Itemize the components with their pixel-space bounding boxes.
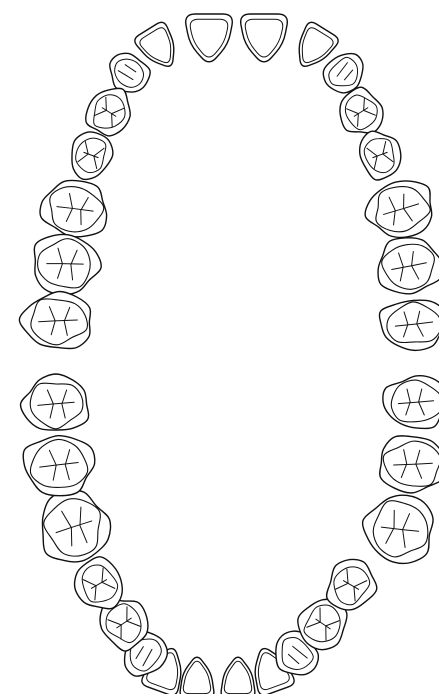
- upper-left-second-molar[interactable]: [374, 234, 439, 297]
- crown-outline: [180, 657, 214, 694]
- lower-right-third-molar[interactable]: [21, 374, 89, 430]
- upper-arch: [18, 14, 439, 352]
- lower-left-first-molar[interactable]: [356, 487, 439, 568]
- lower-left-central-incisor[interactable]: [221, 657, 255, 694]
- upper-right-first-molar[interactable]: [36, 174, 113, 243]
- upper-right-third-molar[interactable]: [18, 290, 91, 349]
- upper-left-first-molar[interactable]: [360, 176, 438, 245]
- upper-left-central-incisor[interactable]: [241, 14, 288, 62]
- lower-left-third-molar[interactable]: [383, 376, 439, 429]
- lower-arch: [21, 374, 439, 694]
- lower-right-second-molar[interactable]: [22, 434, 96, 496]
- upper-left-second-premolar[interactable]: [353, 124, 407, 183]
- crown-outline: [221, 657, 255, 694]
- upper-right-central-incisor[interactable]: [186, 14, 233, 62]
- lower-right-central-incisor[interactable]: [180, 657, 214, 694]
- lower-right-first-molar[interactable]: [33, 483, 117, 568]
- lower-left-second-molar[interactable]: [379, 435, 439, 494]
- crown-outline: [353, 124, 407, 183]
- crown-outline: [33, 483, 117, 568]
- crown-outline: [30, 231, 104, 298]
- crown-outline: [374, 234, 439, 297]
- crown-outline: [379, 299, 439, 352]
- upper-right-second-molar[interactable]: [30, 231, 104, 298]
- upper-left-third-molar[interactable]: [379, 299, 439, 352]
